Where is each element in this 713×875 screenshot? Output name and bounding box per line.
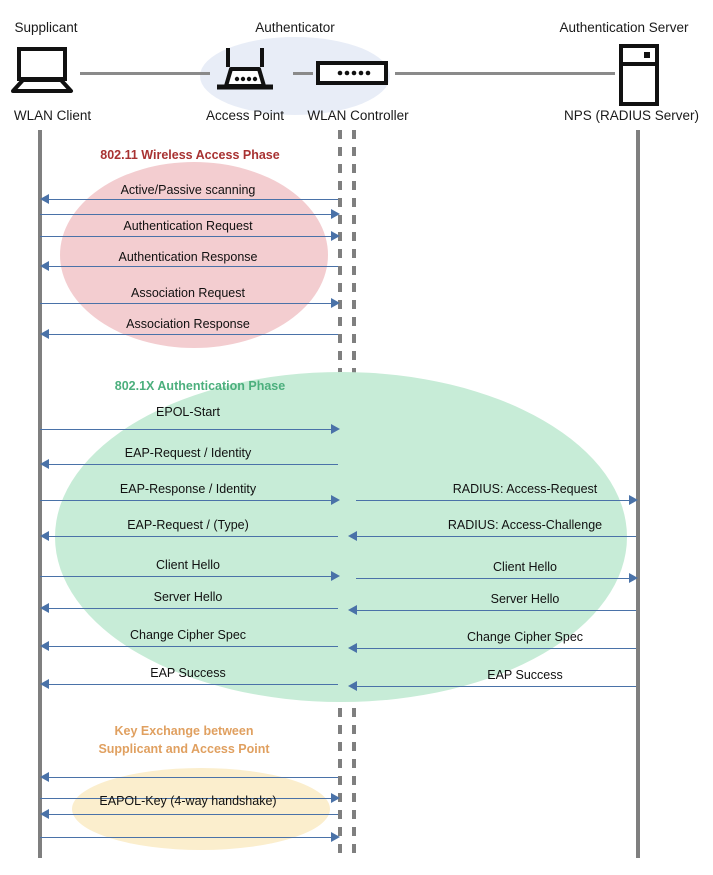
link-ap-controller [293, 72, 313, 75]
message-label: EAP-Response / Identity [119, 482, 257, 496]
message-arrow [42, 684, 338, 685]
message-label: Change Cipher Spec [129, 628, 247, 642]
arrowhead-left-icon [348, 605, 357, 615]
phase-title-wireless-access: 802.11 Wireless Access Phase [100, 148, 280, 162]
lifeline-radius-server [636, 130, 640, 858]
message-label: Association Request [131, 286, 245, 300]
message-arrow [42, 646, 338, 647]
message-arrow [40, 837, 338, 838]
message-label: Change Cipher Spec [466, 630, 584, 644]
arrowhead-right-icon [331, 832, 340, 842]
message-arrow [40, 798, 338, 799]
laptop-icon [10, 47, 78, 98]
role-label-authentication-server: Authentication Server [559, 20, 689, 35]
message-arrow [42, 608, 338, 609]
message-label: RADIUS: Access-Request [452, 482, 598, 496]
message-arrow [40, 236, 338, 237]
message-arrow [356, 610, 636, 611]
message-arrow [40, 214, 338, 215]
message-arrow [42, 266, 338, 267]
message-label: Server Hello [153, 590, 223, 604]
message-arrow [42, 464, 338, 465]
message-label: EAPOL-Key (4-way handshake) [99, 794, 277, 808]
phase-title-key-exchange-line1: Key Exchange between [114, 724, 254, 738]
phase-title-dot1x: 802.1X Authentication Phase [114, 379, 286, 393]
arrowhead-left-icon [40, 603, 49, 613]
message-label: EPOL-Start [156, 405, 220, 419]
message-arrow [42, 814, 338, 815]
message-label: EAP Success [487, 668, 563, 682]
device-label-nps-radius-server: NPS (RADIUS Server) [563, 108, 700, 123]
role-label-authenticator: Authenticator [255, 20, 335, 35]
arrowhead-left-icon [40, 261, 49, 271]
link-controller-server [395, 72, 615, 75]
arrowhead-right-icon [331, 793, 340, 803]
message-arrow [356, 648, 636, 649]
message-arrow [42, 536, 338, 537]
phase-region-key-exchange [72, 768, 330, 850]
arrowhead-right-icon [629, 573, 638, 583]
link-client-ap [80, 72, 210, 75]
arrowhead-right-icon [331, 495, 340, 505]
phase-region-dot1x [55, 372, 627, 702]
message-label: EAP Success [150, 666, 226, 680]
message-arrow [40, 429, 338, 430]
arrowhead-right-icon [331, 424, 340, 434]
message-label: Active/Passive scanning [120, 183, 256, 197]
message-label: Client Hello [493, 560, 557, 574]
arrowhead-left-icon [348, 681, 357, 691]
message-arrow [356, 500, 636, 501]
arrowhead-right-icon [331, 231, 340, 241]
message-arrow [40, 500, 338, 501]
message-label: EAP-Request / (Type) [127, 518, 249, 532]
arrowhead-left-icon [40, 809, 49, 819]
arrowhead-left-icon [40, 459, 49, 469]
arrowhead-right-icon [331, 571, 340, 581]
message-arrow [42, 199, 338, 200]
message-label: Client Hello [156, 558, 220, 572]
message-arrow [42, 334, 338, 335]
phase-region-wireless-access [60, 162, 328, 348]
message-arrow [356, 578, 636, 579]
wlan-controller-icon [316, 61, 388, 90]
arrowhead-left-icon [348, 531, 357, 541]
message-arrow [40, 303, 338, 304]
message-label: Server Hello [490, 592, 560, 606]
message-label: EAP-Request / Identity [124, 446, 252, 460]
lifeline-supplicant [38, 130, 42, 858]
arrowhead-left-icon [40, 194, 49, 204]
arrowhead-right-icon [331, 209, 340, 219]
arrowhead-left-icon [40, 772, 49, 782]
arrowhead-right-icon [331, 298, 340, 308]
server-icon [618, 44, 660, 111]
access-point-icon [214, 46, 276, 99]
message-label: Association Response [126, 317, 250, 331]
phase-title-key-exchange-line2: Supplicant and Access Point [98, 742, 270, 756]
device-label-access-point: Access Point [205, 108, 285, 123]
arrowhead-left-icon [40, 329, 49, 339]
message-arrow [356, 536, 636, 537]
arrowhead-right-icon [629, 495, 638, 505]
message-label: Authentication Response [118, 250, 258, 264]
arrowhead-left-icon [40, 531, 49, 541]
message-arrow [356, 686, 636, 687]
message-arrow [40, 576, 338, 577]
arrowhead-left-icon [40, 641, 49, 651]
arrowhead-left-icon [348, 643, 357, 653]
message-arrow [42, 777, 338, 778]
message-label: RADIUS: Access-Challenge [447, 518, 603, 532]
device-label-wlan-controller: WLAN Controller [307, 108, 409, 123]
arrowhead-left-icon [40, 679, 49, 689]
message-label: Authentication Request [123, 219, 253, 233]
device-label-wlan-client: WLAN Client [13, 108, 92, 123]
role-label-supplicant: Supplicant [14, 20, 78, 35]
